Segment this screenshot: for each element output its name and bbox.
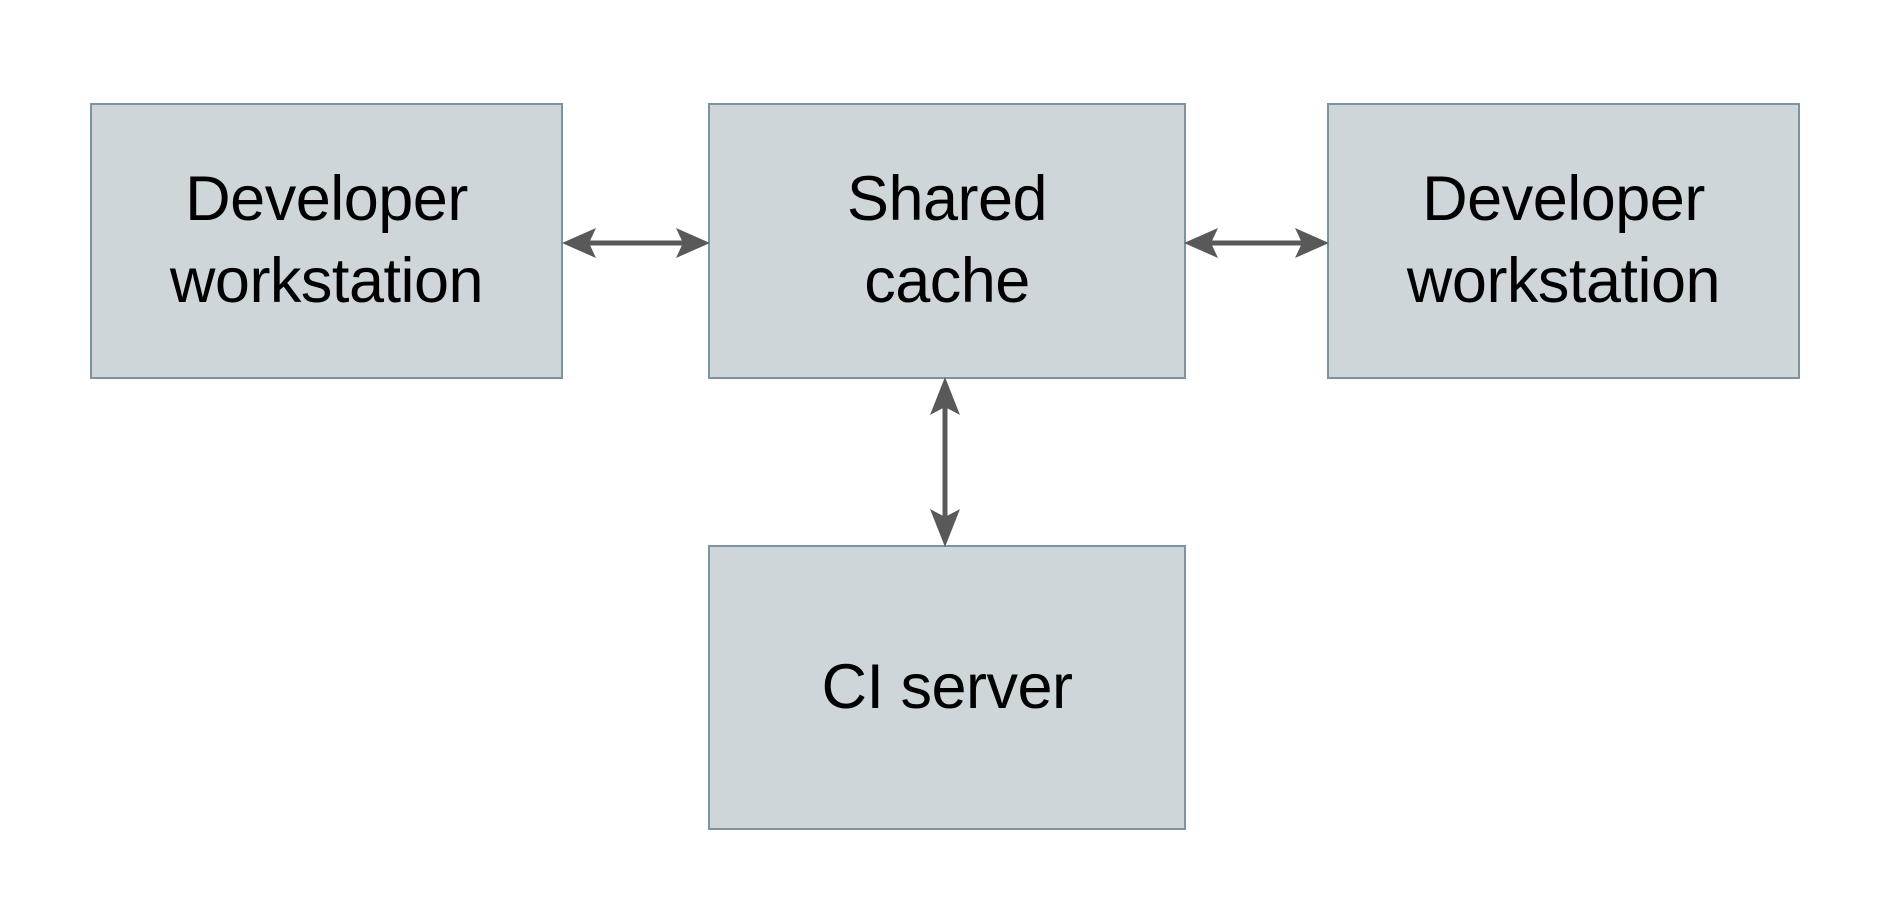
node-label: CI server [821,651,1073,722]
node-label: Developer workstation [1406,164,1721,316]
node-developer-workstation-left[interactable]: Developer workstation [90,103,563,379]
double-arrow-icon [562,228,710,258]
node-label: Developer workstation [169,164,484,316]
connector-shared-cache-to-ci-server[interactable] [917,375,973,549]
double-arrow-icon [930,377,960,547]
node-label: Shared cache [846,164,1048,316]
node-ci-server[interactable]: CI server [708,545,1186,830]
node-shared-cache[interactable]: Shared cache [708,103,1186,379]
double-arrow-icon [1184,228,1329,258]
connector-shared-cache-to-right-workstation[interactable] [1182,215,1331,271]
connector-left-workstation-to-shared-cache[interactable] [560,215,712,271]
node-developer-workstation-right[interactable]: Developer workstation [1327,103,1800,379]
